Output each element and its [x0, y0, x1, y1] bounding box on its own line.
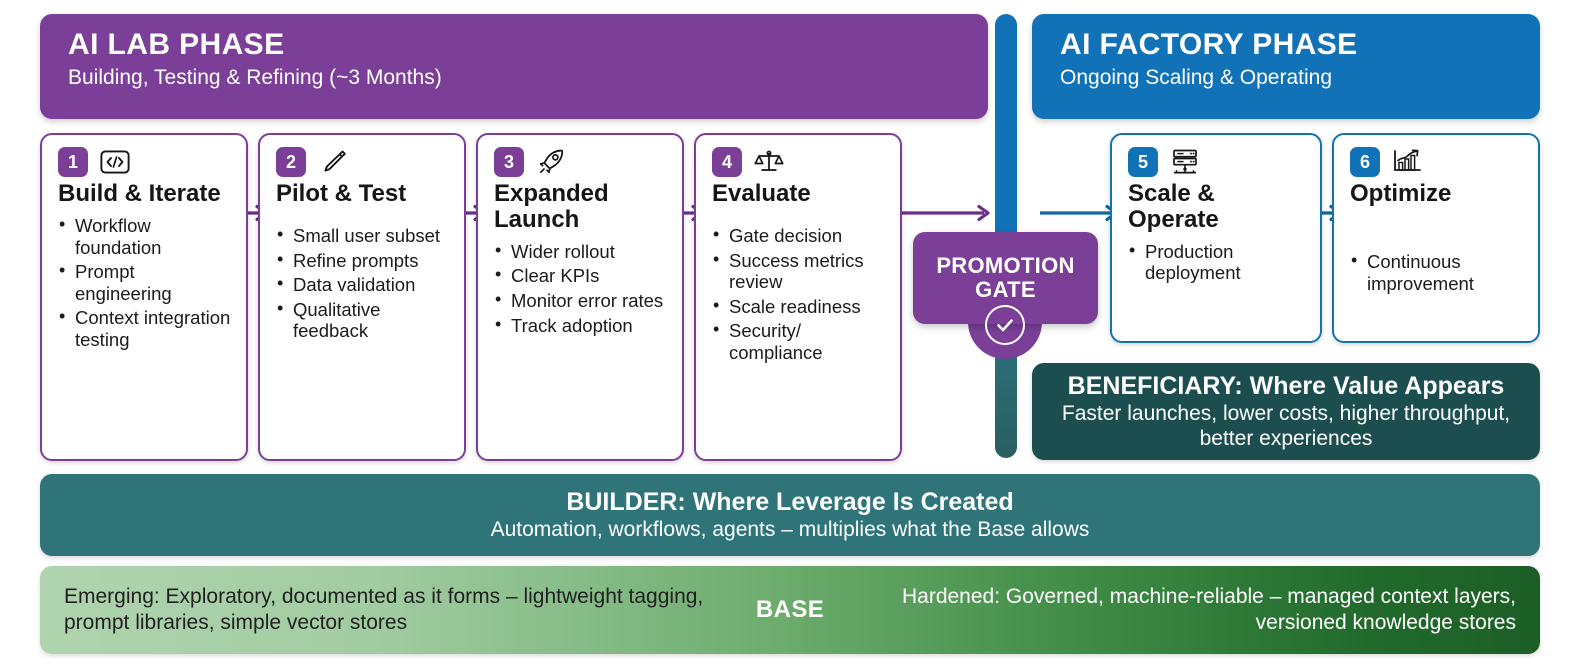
step-card-optimize[interactable]: 6 Optimize Continuous improvement: [1332, 133, 1540, 343]
list-item: Data validation: [276, 273, 450, 296]
card-badge-row: 4: [712, 147, 886, 177]
step-title: Evaluate: [712, 180, 811, 207]
check-circle-icon: [985, 305, 1025, 345]
base-band: Emerging: Exploratory, documented as it …: [40, 566, 1540, 654]
list-item: Workflow foundation: [58, 214, 232, 258]
beneficiary-title: BENEFICIARY: Where Value Appears: [1067, 371, 1505, 400]
lab-phase-title: AI LAB PHASE: [68, 28, 285, 61]
step-bullet-list: Small user subset Refine prompts Data va…: [276, 224, 450, 342]
step-card-expanded-launch[interactable]: 3 Expanded Launch Wider rollout Clear KP…: [476, 133, 684, 461]
base-emerging-text: Emerging: Exploratory, documented as it …: [64, 584, 704, 634]
step-bullet-list: Continuous improvement: [1350, 250, 1524, 294]
list-item: Scale readiness: [712, 295, 886, 318]
step-title: Scale & Operate: [1128, 180, 1219, 233]
beneficiary-band: BENEFICIARY: Where Value Appears Faster …: [1032, 363, 1540, 460]
base-hardened-text: Hardened: Governed, machine-reliable – m…: [901, 584, 1516, 634]
lab-phase-subtitle: Building, Testing & Refining (~3 Months): [68, 65, 442, 89]
list-item: Prompt engineering: [58, 260, 232, 304]
server-rack-icon: [1168, 147, 1202, 177]
list-item: Qualitative feedback: [276, 298, 450, 342]
arrow-step4-to-gate: [894, 200, 994, 226]
beneficiary-subtitle: Faster launches, lower costs, higher thr…: [1061, 401, 1511, 450]
list-item: Continuous improvement: [1350, 250, 1524, 294]
list-item: Production deployment: [1128, 240, 1306, 284]
rocket-icon: [534, 147, 568, 177]
list-item: Clear KPIs: [494, 264, 668, 287]
step-bullet-list: Wider rollout Clear KPIs Monitor error r…: [494, 240, 668, 337]
code-brackets-icon: [98, 147, 132, 177]
list-item: Monitor error rates: [494, 289, 668, 312]
scales-icon: [752, 147, 786, 177]
step-card-scale-operate[interactable]: 5 Scale & Operate Production deployment: [1110, 133, 1322, 343]
factory-phase-subtitle: Ongoing Scaling & Operating: [1060, 65, 1333, 89]
step-card-pilot-test[interactable]: 2 Pilot & Test Small user subset Refine …: [258, 133, 466, 461]
factory-phase-header: AI FACTORY PHASE Ongoing Scaling & Opera…: [1032, 14, 1540, 119]
step-title: Pilot & Test: [276, 180, 407, 207]
base-label: BASE: [755, 596, 825, 623]
step-number-badge: 1: [58, 147, 88, 177]
lab-phase-header: AI LAB PHASE Building, Testing & Refinin…: [40, 14, 988, 119]
step-title: Build & Iterate: [58, 180, 221, 207]
builder-title: BUILDER: Where Leverage Is Created: [566, 487, 1014, 516]
list-item: Refine prompts: [276, 249, 450, 272]
step-number-badge: 3: [494, 147, 524, 177]
step-bullet-list: Gate decision Success metrics review Sca…: [712, 224, 886, 364]
step-card-build-iterate[interactable]: 1 Build & Iterate Workflow foundation Pr…: [40, 133, 248, 461]
card-badge-row: 5: [1128, 147, 1306, 177]
growth-chart-icon: [1390, 147, 1424, 177]
step-bullet-list: Workflow foundation Prompt engineering C…: [58, 214, 232, 351]
promotion-gate-line1: PROMOTION: [936, 252, 1075, 278]
card-badge-row: 3: [494, 147, 668, 177]
card-badge-row: 6: [1350, 147, 1524, 177]
step-number-badge: 4: [712, 147, 742, 177]
list-item: Gate decision: [712, 224, 886, 247]
step-title: Optimize: [1350, 180, 1452, 207]
builder-band: BUILDER: Where Leverage Is Created Autom…: [40, 474, 1540, 556]
list-item: Success metrics review: [712, 249, 886, 293]
step-number-badge: 5: [1128, 147, 1158, 177]
list-item: Track adoption: [494, 314, 668, 337]
card-badge-row: 1: [58, 147, 232, 177]
step-bullet-list: Production deployment: [1128, 240, 1306, 284]
step-number-badge: 6: [1350, 147, 1380, 177]
card-badge-row: 2: [276, 147, 450, 177]
promotion-gate-line2: GATE: [975, 277, 1036, 302]
builder-subtitle: Automation, workflows, agents – multipli…: [490, 517, 1090, 541]
factory-phase-title: AI FACTORY PHASE: [1060, 28, 1358, 61]
list-item: Wider rollout: [494, 240, 668, 263]
step-number-badge: 2: [276, 147, 306, 177]
step-card-evaluate[interactable]: 4 Evaluate Gate decision Success metrics…: [694, 133, 902, 461]
pencil-icon: [316, 147, 350, 177]
step-title: Expanded Launch: [494, 180, 609, 233]
list-item: Context integration testing: [58, 306, 232, 350]
list-item: Small user subset: [276, 224, 450, 247]
list-item: Security/ compliance: [712, 319, 886, 363]
